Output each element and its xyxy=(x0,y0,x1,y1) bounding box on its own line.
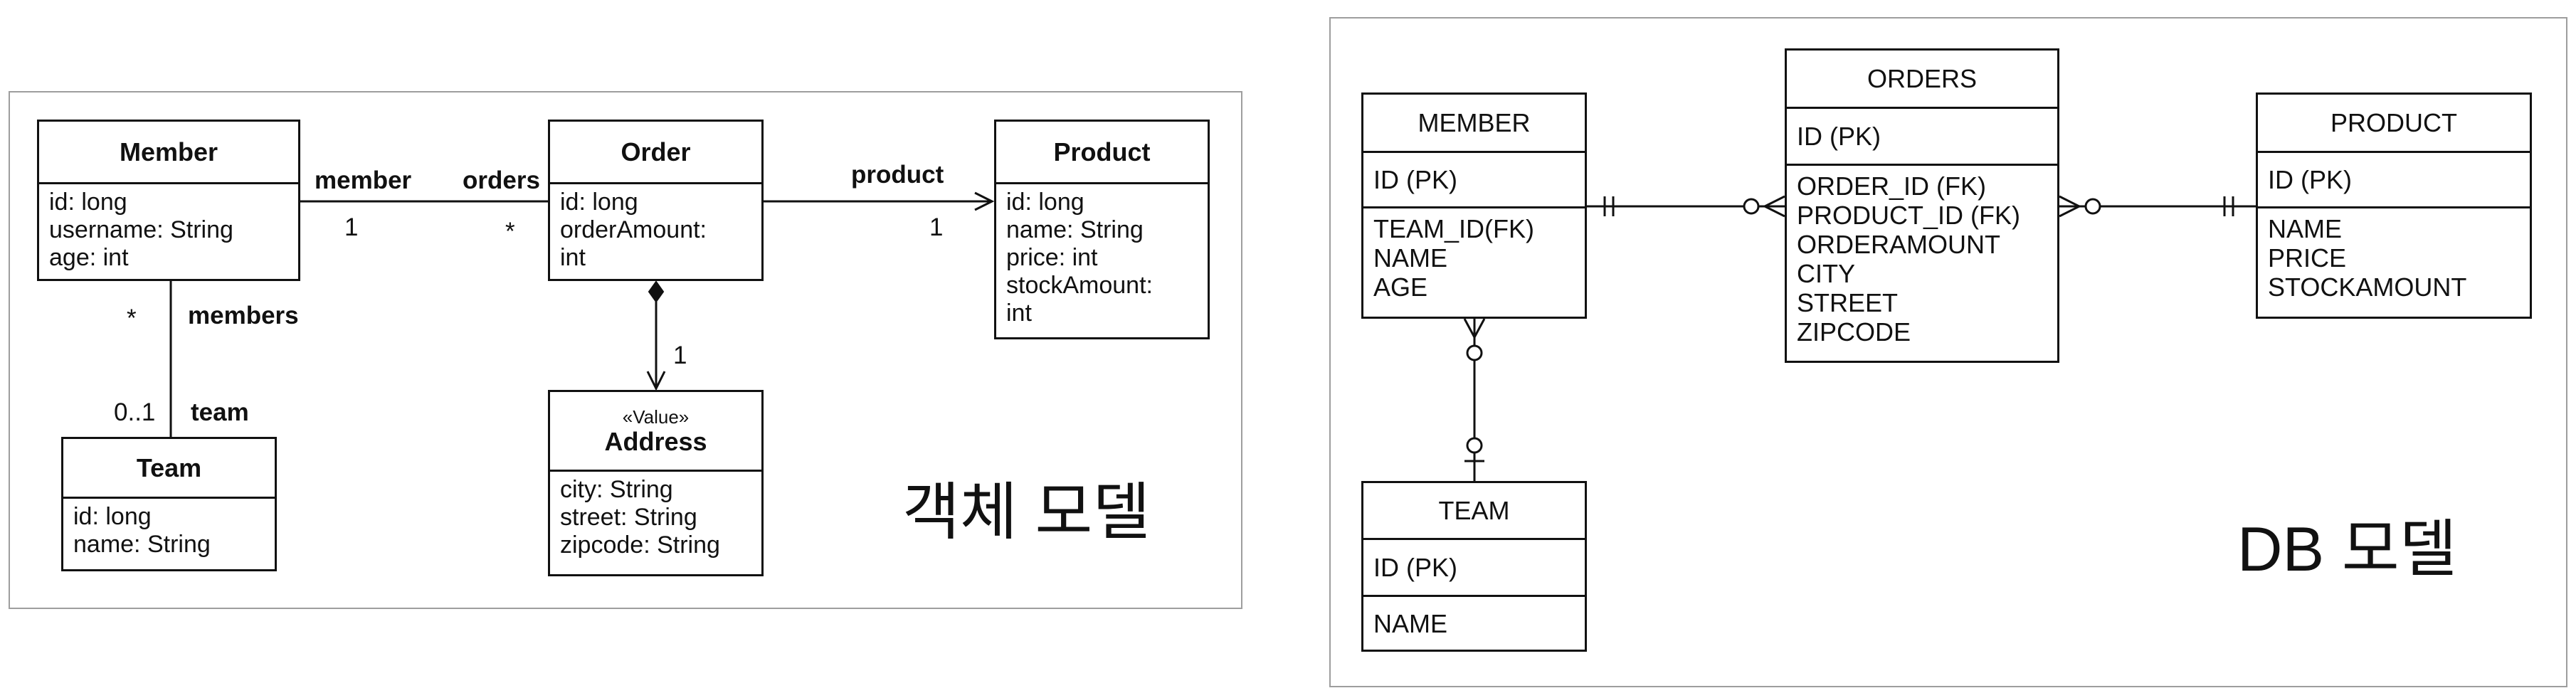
product-class-name: Product xyxy=(996,122,1208,184)
member-pk-column: ID (PK) xyxy=(1373,165,1458,194)
orders-column: CITY xyxy=(1797,259,1856,288)
team-multiplicity: 0..1 xyxy=(114,398,156,426)
product-table-name: PRODUCT xyxy=(2258,95,2530,153)
order-attr: orderAmount: xyxy=(560,216,707,243)
product-column: STOCKAMOUNT xyxy=(2268,273,2467,302)
product-table-columns: NAME PRICE STOCKAMOUNT xyxy=(2258,208,2530,307)
team-table: TEAM ID (PK) NAME xyxy=(1361,481,1587,652)
product-table: PRODUCT ID (PK) NAME PRICE STOCKAMOUNT xyxy=(2256,92,2532,319)
team-table-pk: ID (PK) xyxy=(1363,540,1585,597)
team-table-name: TEAM xyxy=(1363,483,1585,540)
product-attr: price: int xyxy=(1006,244,1098,271)
orders-column: ORDERAMOUNT xyxy=(1797,230,2000,259)
address-stereotype: «Value» xyxy=(622,406,690,428)
orders-column: ORDER_ID (FK) xyxy=(1797,171,1987,201)
order-attr: id: long xyxy=(560,189,638,216)
member-class: Member id: long username: String age: in… xyxy=(37,120,300,281)
orders-table: ORDERS ID (PK) ORDER_ID (FK) PRODUCT_ID … xyxy=(1785,48,2059,363)
member-attr: id: long xyxy=(49,189,127,216)
product-multiplicity: 1 xyxy=(929,213,944,241)
orders-table-name: ORDERS xyxy=(1787,51,2057,109)
address-attr: street: String xyxy=(560,504,697,531)
team-pk-column: ID (PK) xyxy=(1373,553,1458,582)
orders-table-pk: ID (PK) xyxy=(1787,109,2057,166)
product-table-pk: ID (PK) xyxy=(2258,153,2530,208)
product-class-attrs: id: long name: String price: int stockAm… xyxy=(996,184,1208,332)
address-attr: zipcode: String xyxy=(560,531,720,559)
order-class-attrs: id: long orderAmount: int xyxy=(550,184,761,276)
address-class-attrs: city: String street: String zipcode: Str… xyxy=(550,472,761,564)
product-attr: int xyxy=(1006,300,1032,327)
team-class-attrs: id: long name: String xyxy=(63,499,275,563)
order-class: Order id: long orderAmount: int xyxy=(548,120,764,281)
product-attr: id: long xyxy=(1006,189,1084,216)
member-column: NAME xyxy=(1373,243,1448,273)
team-attr: name: String xyxy=(73,531,211,558)
team-table-columns: NAME xyxy=(1363,597,1585,650)
address-multiplicity: 1 xyxy=(673,342,687,369)
address-class-header: «Value» Address xyxy=(550,392,761,472)
members-multiplicity: * xyxy=(127,305,137,332)
member-attr: age: int xyxy=(49,244,129,271)
team-column: NAME xyxy=(1373,608,1448,638)
object-model-caption: 객체 모델 xyxy=(902,477,1151,547)
member-class-attrs: id: long username: String age: int xyxy=(39,184,298,276)
orders-table-columns: ORDER_ID (FK) PRODUCT_ID (FK) ORDERAMOUN… xyxy=(1787,166,2057,352)
product-column: PRICE xyxy=(2268,243,2347,273)
address-class-name: Address xyxy=(604,426,707,456)
member-role-label: member xyxy=(315,166,412,194)
members-role-label: members xyxy=(188,302,299,329)
address-attr: city: String xyxy=(560,476,673,503)
orders-column: ZIPCODE xyxy=(1797,317,1911,346)
orders-column: STREET xyxy=(1797,288,1899,317)
orders-role-label: orders xyxy=(463,166,540,194)
member-class-name: Member xyxy=(39,122,298,184)
member-column: TEAM_ID(FK) xyxy=(1373,214,1535,243)
product-role-label: product xyxy=(851,161,944,189)
team-class-name: Team xyxy=(63,439,275,499)
address-class: «Value» Address city: String street: Str… xyxy=(548,390,764,576)
order-class-name: Order xyxy=(550,122,761,184)
member-table-columns: TEAM_ID(FK) NAME AGE xyxy=(1363,208,1585,307)
product-pk-column: ID (PK) xyxy=(2268,165,2353,194)
product-attr: name: String xyxy=(1006,216,1144,243)
order-attr: int xyxy=(560,244,586,271)
member-table: MEMBER ID (PK) TEAM_ID(FK) NAME AGE xyxy=(1361,92,1587,319)
db-model-caption: DB 모델 xyxy=(2237,514,2457,584)
orders-column: PRODUCT_ID (FK) xyxy=(1797,201,2020,230)
orders-pk-column: ID (PK) xyxy=(1797,122,1881,151)
product-column: NAME xyxy=(2268,214,2343,243)
member-attr: username: String xyxy=(49,216,233,243)
team-attr: id: long xyxy=(73,503,152,530)
member-table-pk: ID (PK) xyxy=(1363,153,1585,208)
orders-multiplicity: * xyxy=(505,218,515,245)
member-table-name: MEMBER xyxy=(1363,95,1585,153)
team-class: Team id: long name: String xyxy=(61,437,277,571)
member-column: AGE xyxy=(1373,273,1428,302)
member-multiplicity: 1 xyxy=(344,213,359,241)
product-class: Product id: long name: String price: int… xyxy=(994,120,1210,339)
team-role-label: team xyxy=(191,398,249,426)
product-attr: stockAmount: xyxy=(1006,272,1153,299)
